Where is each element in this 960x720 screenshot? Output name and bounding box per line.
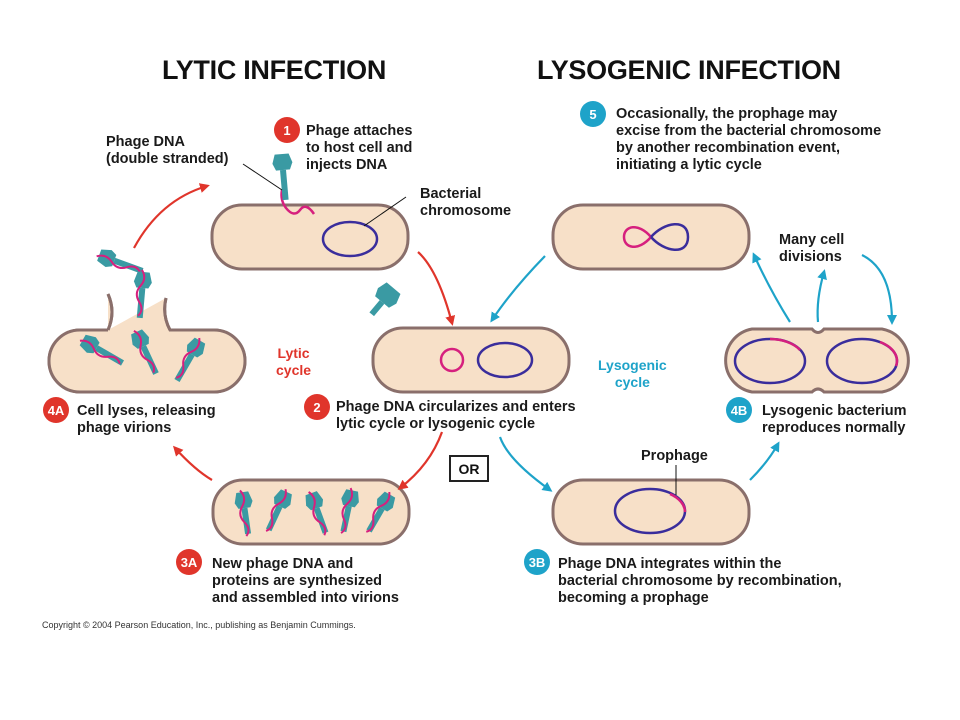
integrated-prophage xyxy=(669,492,687,513)
released-virions xyxy=(79,249,206,383)
cell-step2 xyxy=(371,326,571,394)
lysogenic-arrow-3bto4b xyxy=(749,441,780,481)
copyright-text: Copyright © 2004 Pearson Education, Inc.… xyxy=(42,620,356,630)
excising-prophage xyxy=(622,223,690,251)
step5-badge: 5 xyxy=(580,101,606,127)
chromosome-pointer xyxy=(363,196,407,227)
lytic-arrow-1to2 xyxy=(417,251,456,326)
lytic-title: LYTIC INFECTION xyxy=(162,55,387,85)
step4a-badge: 4A xyxy=(43,397,69,423)
phage-dna-label: Phage DNA(double stranded) xyxy=(106,134,229,167)
step1-badge: 1 xyxy=(274,117,300,143)
cell-step4b-dividing xyxy=(724,327,910,394)
lysogenic-title: LYSOGENIC INFECTION xyxy=(537,55,841,85)
cell-step3a xyxy=(211,478,411,546)
lytic-arrow-4ato1 xyxy=(133,183,210,249)
attached-phage xyxy=(272,153,293,201)
bacterial-chromosome xyxy=(321,220,379,258)
division-arrow-up xyxy=(816,269,827,323)
lysogenic-arrow-5to2 xyxy=(490,255,546,323)
step3a-badge: 3A xyxy=(176,549,202,575)
lysogenic-arrow-2to3b xyxy=(498,436,553,492)
lysogenic-arrow-4bto5 xyxy=(752,252,791,323)
cell-step3b xyxy=(551,478,751,546)
phage-dna-pointer xyxy=(242,163,283,191)
loose-phage xyxy=(369,282,401,317)
circular-phage-dna xyxy=(439,347,465,373)
bacterial-chromosome xyxy=(476,341,534,379)
prophage-label: Prophage xyxy=(641,448,708,464)
step4b-badge: 4B xyxy=(726,397,752,423)
step2-badge: 2 xyxy=(304,394,330,420)
step3b-badge: 3B xyxy=(524,549,550,575)
or-box: OR xyxy=(449,455,489,482)
lytic-arrow-3ato4a xyxy=(172,445,213,481)
division-arrow-loop xyxy=(861,254,897,325)
lytic-arrow-2to3a xyxy=(397,431,444,490)
new-virions xyxy=(234,487,396,537)
cell-step1 xyxy=(210,203,410,271)
injected-phage-dna xyxy=(280,189,316,215)
